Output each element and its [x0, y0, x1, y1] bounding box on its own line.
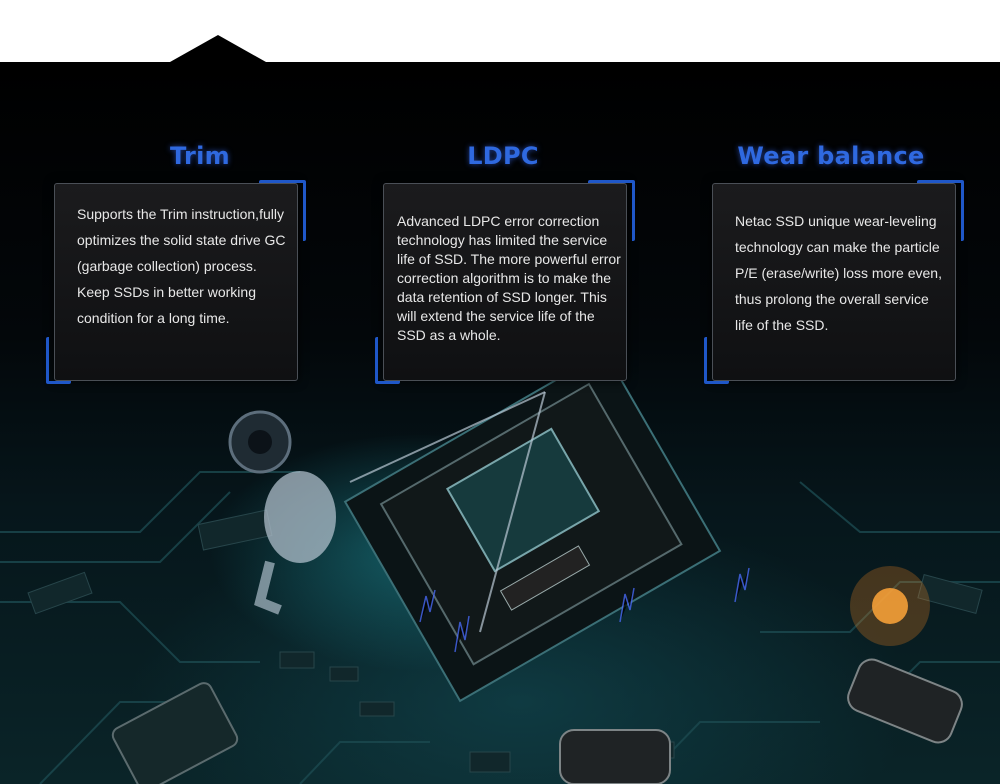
- panel-corner-accent: [375, 337, 400, 384]
- panel-corner-accent: [704, 337, 729, 384]
- feature-title-trim: Trim: [169, 142, 230, 170]
- feature-panel-trim: Supports the Trim instruction,fully opti…: [46, 180, 306, 384]
- pointer-notch: [170, 35, 266, 62]
- panel-corner-accent: [588, 180, 635, 241]
- feature-title-ldpc: LDPC: [467, 142, 539, 170]
- feature-description-ldpc: Advanced LDPC error correction technolog…: [397, 213, 621, 343]
- circuit-board-illustration: [0, 350, 1000, 784]
- top-band: [0, 0, 1000, 62]
- feature-panel-wear-balance: Netac SSD unique wear-leveling technolog…: [704, 180, 964, 384]
- feature-title-wear-balance: Wear balance: [737, 142, 925, 170]
- feature-description-trim: Supports the Trim instruction,fully opti…: [77, 206, 286, 326]
- circuit-board-background: [0, 62, 1000, 784]
- panel-corner-accent: [46, 337, 71, 384]
- feature-description-wear-balance: Netac SSD unique wear-leveling technolog…: [735, 213, 942, 333]
- feature-panel-ldpc: Advanced LDPC error correction technolog…: [375, 180, 635, 384]
- panel-corner-accent: [259, 180, 306, 241]
- panel-corner-accent: [917, 180, 964, 241]
